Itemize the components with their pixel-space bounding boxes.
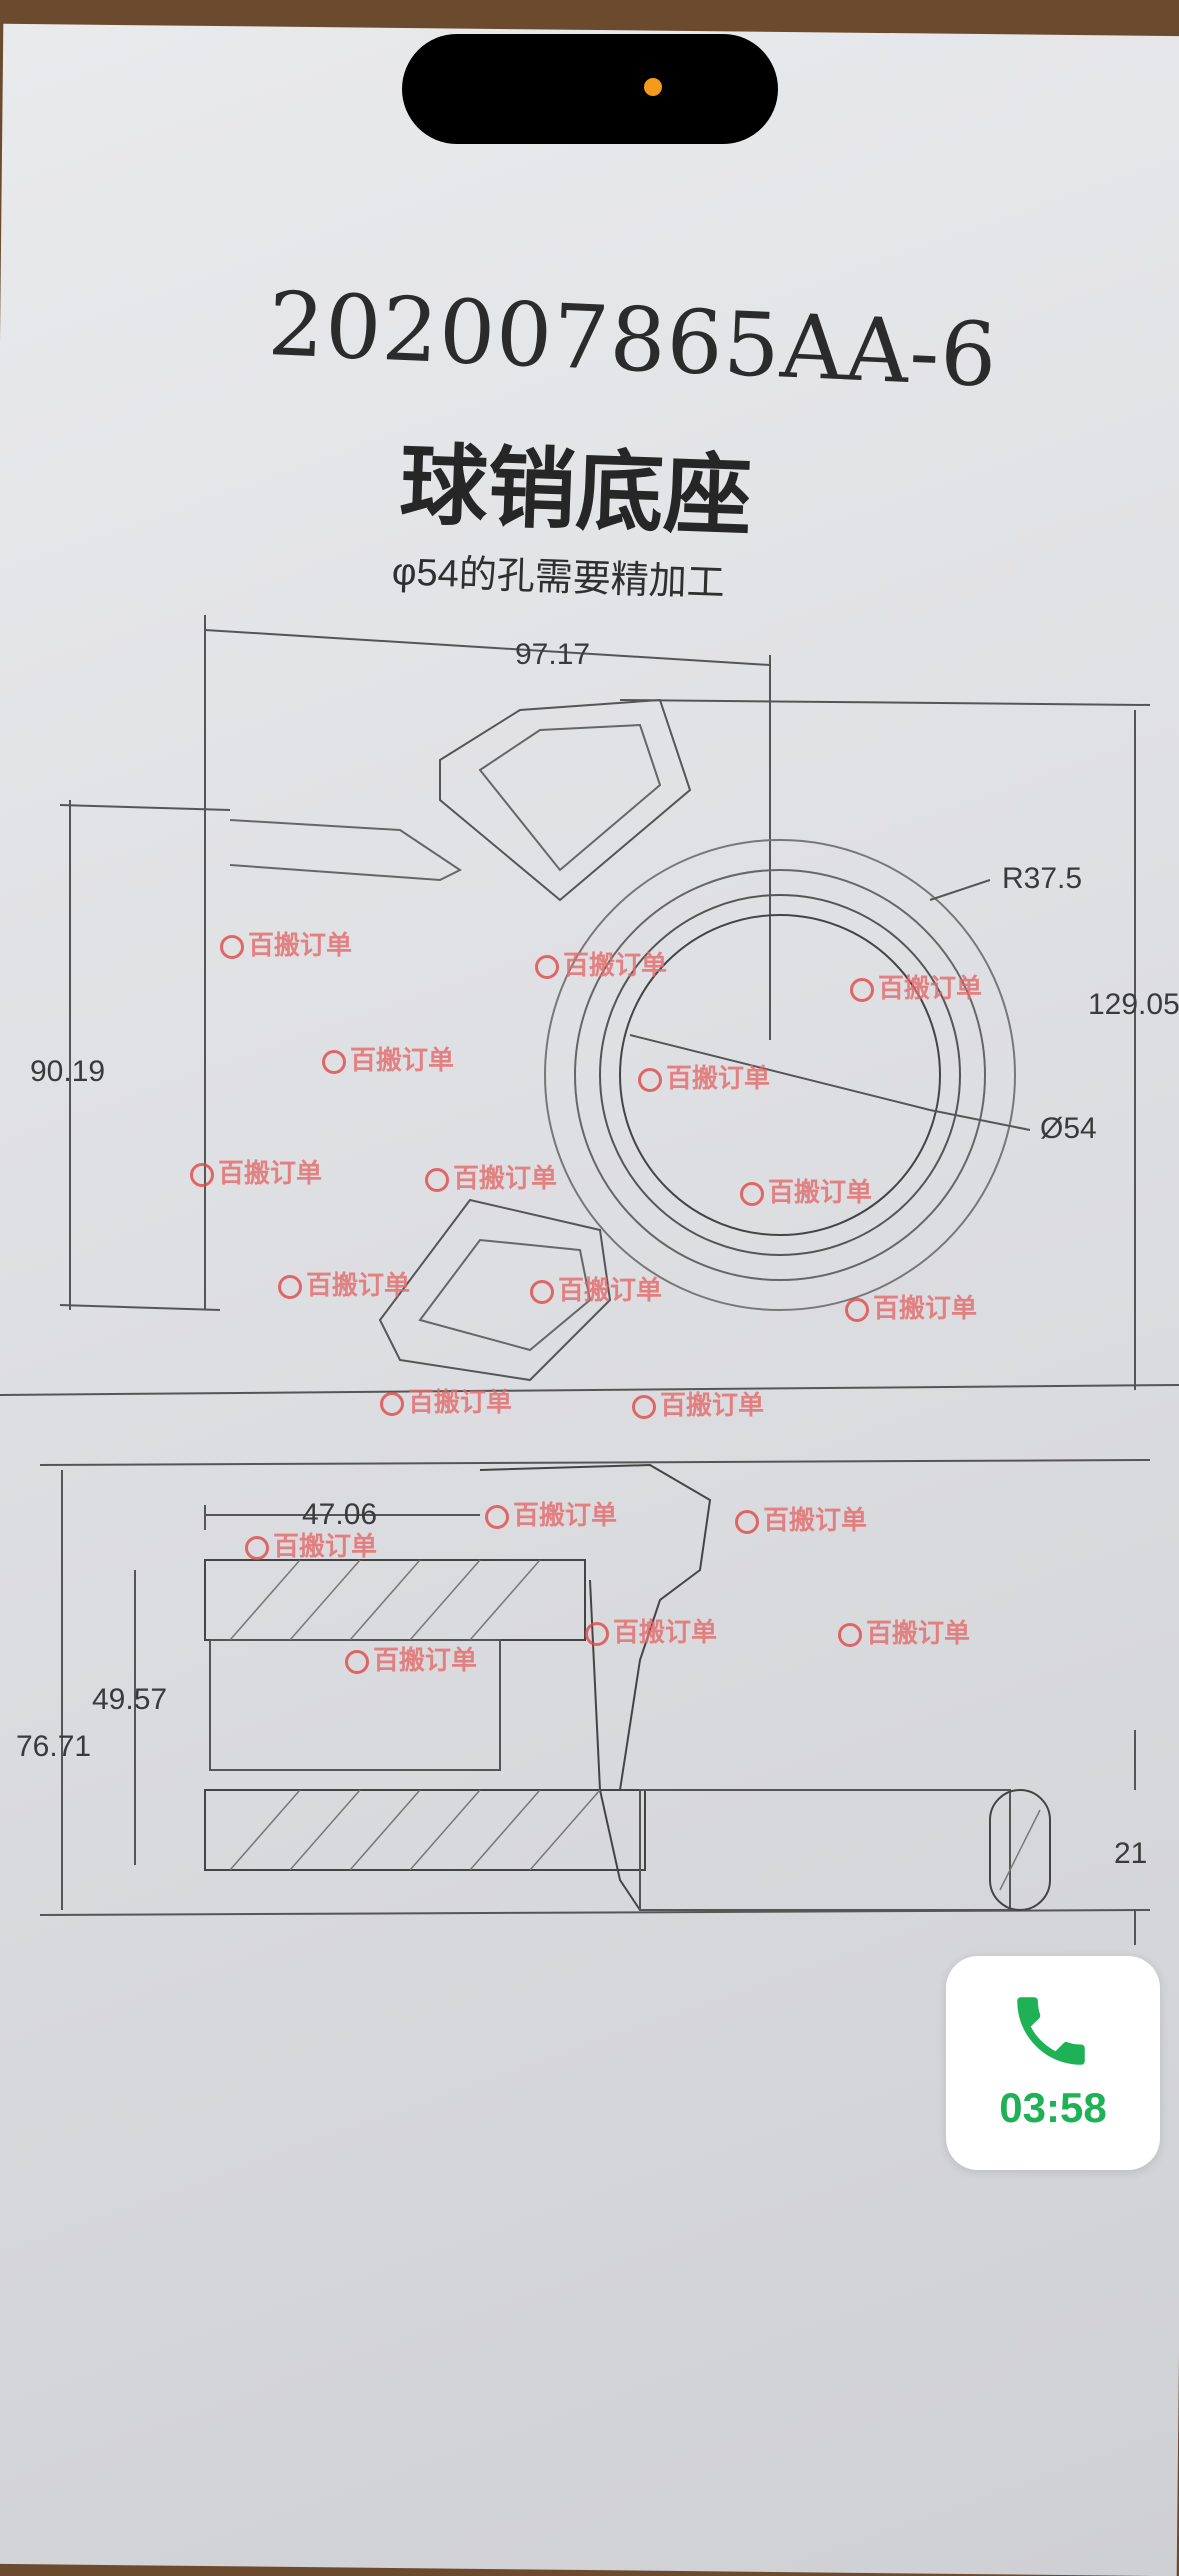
- watermark: 百搬订单: [850, 968, 982, 1005]
- dim-section-total-height: 76.71: [16, 1730, 92, 1763]
- dim-flange-thickness: 21: [1114, 1837, 1148, 1870]
- watermark: 百搬订单: [425, 1158, 557, 1195]
- watermark: 百搬订单: [322, 1040, 454, 1077]
- dim-top-width: 97.17: [515, 638, 591, 671]
- dynamic-island: [402, 34, 778, 144]
- watermark: 百搬订单: [220, 925, 352, 962]
- watermark: 百搬订单: [838, 1613, 970, 1650]
- dim-hole-diameter: Ø54: [1040, 1112, 1097, 1145]
- watermark: 百搬订单: [845, 1288, 977, 1325]
- ongoing-call-pill[interactable]: 03:58: [946, 1956, 1160, 2170]
- watermark: 百搬订单: [638, 1058, 770, 1095]
- watermark: 百搬订单: [740, 1172, 872, 1209]
- watermark: 百搬订单: [735, 1500, 867, 1537]
- watermark: 百搬订单: [632, 1385, 764, 1422]
- watermark: 百搬订单: [380, 1382, 512, 1419]
- dim-section-inner-height: 49.57: [92, 1683, 168, 1716]
- dim-section-width: 47.06: [302, 1498, 378, 1531]
- watermark: 百搬订单: [585, 1612, 717, 1649]
- watermark: 百搬订单: [530, 1270, 662, 1307]
- watermark: 百搬订单: [245, 1526, 377, 1563]
- watermark: 百搬订单: [190, 1153, 322, 1190]
- call-duration: 03:58: [999, 2084, 1107, 2131]
- watermark: 百搬订单: [485, 1495, 617, 1532]
- dim-radius: R37.5: [1002, 862, 1083, 895]
- machining-note: φ54的孔需要精加工: [391, 551, 726, 605]
- watermark: 百搬订单: [278, 1265, 410, 1302]
- part-name: 球销底座: [398, 432, 754, 549]
- recording-indicator-icon: [644, 78, 662, 96]
- watermark: 百搬订单: [535, 945, 667, 982]
- phone-icon: [1017, 1997, 1085, 2065]
- watermark: 百搬订单: [345, 1640, 477, 1677]
- dim-height-total: 129.05: [1088, 988, 1179, 1021]
- dim-height-left: 90.19: [30, 1055, 106, 1088]
